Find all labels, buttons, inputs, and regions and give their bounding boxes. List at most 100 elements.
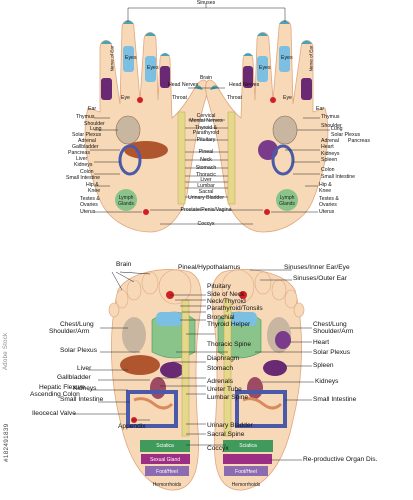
right-thyroid-zone: [231, 312, 257, 326]
right-nail-4: [243, 53, 253, 56]
label-testes-left-2: Ovaries: [80, 202, 98, 208]
label-solar-plexus-right: Solar Plexus: [331, 132, 361, 138]
label-eyes-right-1: Eyes: [259, 65, 271, 71]
label-heart-feet: Heart: [313, 339, 330, 346]
left-colon: [118, 144, 142, 176]
right-finger-zone-1: [301, 78, 312, 100]
right-uterus-dot: [264, 209, 270, 215]
right-sciatica-band: [223, 440, 273, 452]
label-coccyx-hands: Coccyx: [197, 221, 215, 227]
label-liver-hands: Liver: [200, 177, 212, 183]
label-testes-left-1: Testes &: [80, 196, 100, 202]
label-uterus-left: Uterus: [80, 209, 96, 215]
right-nail-1: [301, 40, 312, 44]
label-head-nerves-left: Head Nerves: [168, 82, 199, 88]
label-colon-right: Colon: [321, 167, 335, 173]
label-coccyx-feet: Coccyx: [207, 445, 229, 452]
left-sexual-band: [141, 454, 190, 464]
label-liver-feet: Liver: [77, 365, 92, 372]
label-neck: Neck: [200, 157, 212, 163]
right-finger-zone-4: [243, 66, 253, 88]
label-eyes-left-1: Eyes: [125, 55, 137, 61]
label-testes-right-2: Ovaries: [319, 202, 337, 208]
right-eye-dot: [270, 97, 276, 103]
label-kidneys-left-feet: Kidneys: [73, 385, 97, 392]
left-toe-5: [108, 302, 120, 318]
right-toe-5: [293, 302, 305, 318]
label-hemorrhoids-left: Hemorrhoids: [152, 482, 182, 488]
label-cervical: Cervical: [196, 113, 216, 119]
right-foot: [211, 269, 305, 491]
left-liver-zone: [120, 355, 160, 375]
label-stomach-hands: Stomach: [195, 165, 217, 171]
label-parathyroid-tonsils: Parathyroid/Tonsils: [207, 305, 263, 312]
right-spine: [227, 111, 236, 205]
right-kidney-zone: [247, 377, 263, 399]
left-intestine: [133, 397, 174, 410]
label-small-intestine-right: Small Intestine: [321, 174, 356, 180]
label-urinary-bladder-feet: Urinary Bladder: [207, 422, 253, 429]
label-sinuses: Sinuses: [196, 0, 216, 6]
label-mental-nerves: Mental Nerves: [189, 118, 223, 124]
label-hip-left-2: Knee: [88, 188, 101, 194]
label-spleen-feet: Spleen: [313, 362, 334, 369]
left-nail-3: [145, 32, 156, 36]
label-pancreas-left: Pancreas: [68, 150, 90, 156]
right-toe-4: [284, 289, 298, 309]
right-toe-2: [254, 271, 272, 295]
label-kidneys-right: Kidneys: [321, 151, 340, 157]
right-nail-thumb: [210, 85, 219, 90]
label-brain-hands: Brain: [199, 75, 213, 81]
right-finger-zone-2: [279, 46, 290, 72]
right-nail-3: [257, 32, 268, 36]
right-lung: [272, 115, 298, 145]
label-spleen-right: Spleen: [321, 157, 338, 163]
label-sacral-spine: Sacral Spine: [207, 431, 245, 438]
label-urinary-bladder-hands: Urinary Bladder: [187, 195, 225, 201]
label-lung-right: Lung: [331, 126, 343, 132]
right-intestine: [242, 397, 283, 410]
label-chest-lung-left: Chest/Lung: [60, 321, 94, 328]
label-kidneys-left: Kidneys: [74, 162, 93, 168]
left-spine-foot: [181, 299, 190, 437]
left-nail-thumb: [194, 85, 203, 90]
label-parathyroid: Parathyroid: [192, 130, 220, 136]
label-gallbladder-feet: Gallbladder: [57, 374, 91, 381]
left-sciatica-band: [140, 440, 190, 452]
label-hepatic-flexure: Hepatic Flexure: [39, 384, 86, 391]
label-pituitary-hands: Pituitary: [196, 137, 216, 143]
label-side-of-neck: Side of Neck: [207, 291, 245, 298]
stock-brand-watermark: Adobe Stock: [3, 332, 9, 370]
label-lung-left: Lung: [90, 126, 102, 132]
label-sinuses-inner: Sinuses/Inner Ear/Eye: [284, 264, 350, 271]
label-hip-left-1: Hip &: [86, 182, 99, 188]
label-ear-left: Ear: [88, 106, 97, 112]
label-brain-feet: Brain: [116, 261, 132, 268]
label-foot-heel-left: Foot/Heel: [156, 469, 178, 475]
label-pineal: Pineal/Hypothalamus: [178, 264, 241, 271]
label-sexual-gland-left: Sexual Gland: [149, 457, 181, 463]
right-spine-foot: [223, 299, 232, 437]
label-eye-right: Eye: [283, 95, 292, 101]
label-eyes-left-2: Eyes: [147, 65, 159, 71]
label-thyroid-helper: Thyroid Helper: [207, 321, 251, 328]
right-pituitary-dot: [239, 291, 247, 299]
label-lymph-right-1: Lymph: [279, 195, 295, 201]
left-finger-zone-3: [145, 56, 156, 82]
label-liver-left: Liver: [76, 156, 88, 162]
label-thyroid: Thyroid &: [194, 125, 218, 131]
label-throat-left: Throat: [172, 95, 187, 101]
label-sciatica-left: Sciatica: [156, 443, 174, 449]
right-nail-2: [279, 20, 290, 24]
label-foot-heel-right: Foot/Heel: [235, 469, 257, 475]
label-ureter-tube: Ureter Tube: [207, 386, 242, 393]
label-kidneys-right-feet: Kidneys: [315, 378, 339, 385]
label-reproductive: Re-productive Organ Dis.: [303, 456, 378, 463]
label-thymus-left: Thymus: [76, 114, 95, 120]
label-eyes-right-2: Eyes: [281, 55, 293, 61]
label-adrenal-left: Adrenal: [78, 138, 96, 144]
hand-leader-lines: [90, 4, 330, 225]
label-shoulder-arm-right: Shoulder/Arm: [313, 328, 354, 335]
left-spine: [177, 111, 186, 205]
label-lymph-right-2: Glands: [279, 201, 295, 207]
